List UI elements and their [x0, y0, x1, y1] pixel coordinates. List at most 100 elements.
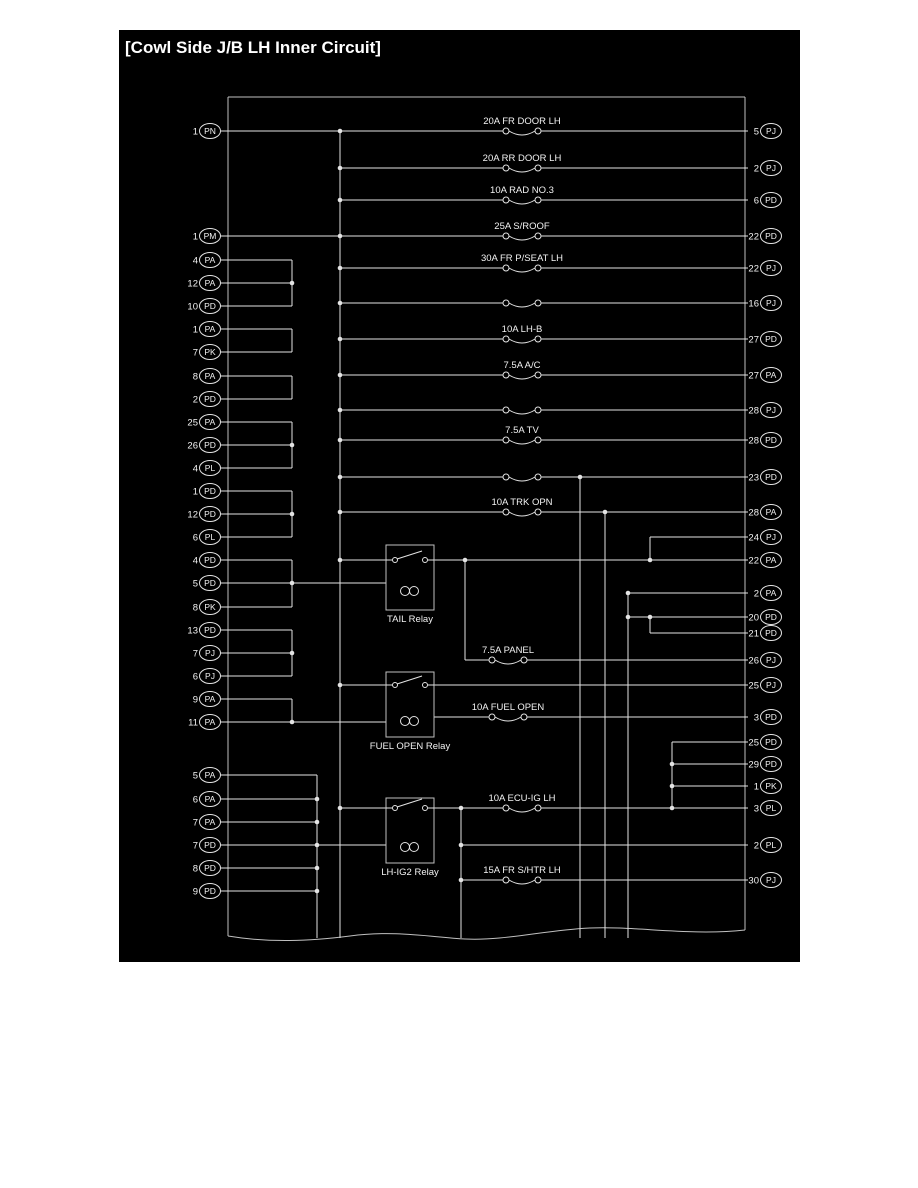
pin-number: 30	[748, 876, 759, 887]
pin-number: 5	[754, 127, 759, 138]
connector-pin-oval	[199, 575, 221, 591]
junction-dot	[289, 650, 295, 656]
pin-number: 27	[748, 371, 759, 382]
pin-number: 24	[748, 533, 759, 544]
pin-code: PM	[204, 231, 217, 241]
fuse-terminal	[534, 406, 542, 414]
pin-number: 28	[748, 508, 759, 519]
connector-pin-oval	[760, 402, 782, 418]
fuse-element	[508, 879, 536, 885]
pin-code: PD	[204, 886, 216, 896]
fuse-terminal	[502, 406, 510, 414]
fuse-label: 10A LH-B	[502, 324, 543, 335]
relay-coil	[409, 586, 419, 596]
junction-dot	[314, 888, 320, 894]
pin-number: 26	[748, 656, 759, 667]
fuse-element	[508, 302, 536, 308]
fuse-label: 7.5A TV	[505, 425, 539, 436]
pin-number: 2	[193, 395, 198, 406]
fuse-wire-break	[507, 408, 537, 412]
connector-pin-oval	[760, 123, 782, 139]
pin-number: 1	[754, 782, 759, 793]
junction-dot	[337, 165, 343, 171]
connector-pin-oval	[760, 585, 782, 601]
connector-pin-oval	[760, 552, 782, 568]
fuse-wire-break	[507, 266, 537, 270]
relay-contact-terminal	[392, 682, 398, 688]
pin-code: PJ	[766, 126, 776, 136]
junction-dot	[314, 819, 320, 825]
junction-dot	[289, 719, 295, 725]
connector-pin-oval	[199, 791, 221, 807]
fuse-terminal	[520, 713, 528, 721]
connector-pin-oval	[199, 529, 221, 545]
fuse-wire-break	[493, 715, 523, 719]
pin-number: 6	[193, 533, 198, 544]
fuse-element	[508, 235, 536, 241]
connector-pin-oval	[760, 432, 782, 448]
pin-code: PD	[204, 394, 216, 404]
connector-pin-oval	[760, 367, 782, 383]
fuse-terminal	[534, 335, 542, 343]
pin-number: 22	[748, 232, 759, 243]
fuse-label: 7.5A PANEL	[482, 645, 534, 656]
pin-number: 23	[748, 473, 759, 484]
junction-dot	[289, 280, 295, 286]
pin-code: PJ	[766, 163, 776, 173]
fuse-element	[508, 130, 536, 136]
junction-dot	[458, 805, 464, 811]
fuse-terminal	[502, 876, 510, 884]
pin-code: PD	[204, 555, 216, 565]
connector-pin-oval	[199, 622, 221, 638]
pin-code: PJ	[766, 875, 776, 885]
pin-number: 6	[754, 196, 759, 207]
connector-pin-oval	[199, 391, 221, 407]
pin-code: PD	[204, 486, 216, 496]
fuse-label: 7.5A A/C	[504, 360, 541, 371]
junction-dot	[669, 783, 675, 789]
pin-number: 26	[187, 441, 198, 452]
connector-pin-oval	[760, 778, 782, 794]
junction-dot	[337, 372, 343, 378]
junction-dot	[289, 511, 295, 517]
pin-code: PD	[204, 440, 216, 450]
pin-number: 3	[754, 804, 759, 815]
pin-number: 8	[193, 603, 198, 614]
junction-dot	[289, 442, 295, 448]
connector-pin-oval	[199, 368, 221, 384]
pin-code: PD	[204, 840, 216, 850]
connector-pin-oval	[760, 756, 782, 772]
relay-box	[385, 797, 435, 864]
fuse-wire-break	[507, 234, 537, 238]
pin-code: PD	[765, 612, 777, 622]
fuse-terminal	[502, 164, 510, 172]
fuse-terminal	[534, 436, 542, 444]
relay-coil	[400, 842, 410, 852]
connector-pin-oval	[199, 767, 221, 783]
pin-number: 7	[193, 818, 198, 829]
pin-code: PD	[765, 334, 777, 344]
junction-dot	[647, 557, 653, 563]
pin-number: 25	[748, 681, 759, 692]
connector-pin-oval	[760, 504, 782, 520]
pin-code: PJ	[766, 298, 776, 308]
pin-number: 12	[187, 279, 198, 290]
junction-dot	[337, 437, 343, 443]
pin-code: PD	[765, 231, 777, 241]
fuse-label: 10A TRK OPN	[491, 497, 552, 508]
pin-code: PK	[204, 347, 216, 357]
pin-number: 28	[748, 406, 759, 417]
fuse-wire-break	[507, 878, 537, 882]
relay-box	[385, 544, 435, 611]
connector-pin-oval	[760, 800, 782, 816]
junction-dot	[337, 336, 343, 342]
connector-pin-oval	[199, 252, 221, 268]
fuse-wire-break	[493, 658, 523, 662]
fuse-terminal	[502, 804, 510, 812]
pin-code: PA	[205, 717, 216, 727]
junction-dot	[462, 557, 468, 563]
fuse-label: 20A RR DOOR LH	[483, 153, 562, 164]
fuse-terminal	[502, 196, 510, 204]
pin-code: PD	[765, 712, 777, 722]
pin-number: 29	[748, 760, 759, 771]
